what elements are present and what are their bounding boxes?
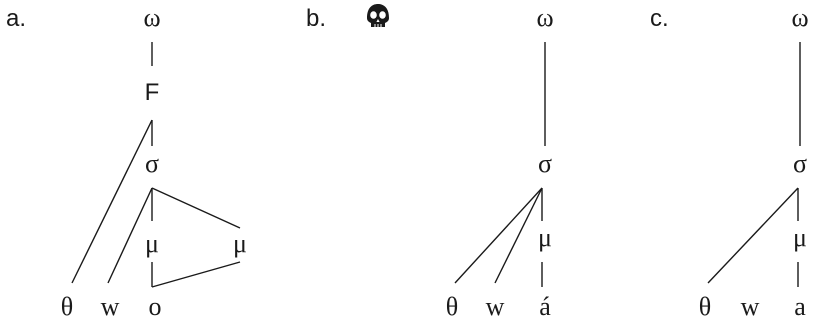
- panel-a-edge-syllable-w: [107, 187, 153, 284]
- panel-b-edge-syllable-w: [494, 187, 543, 284]
- panel-b-vowel-segment: á: [539, 292, 551, 321]
- panel-b-edge-syllable-theta: [454, 187, 543, 284]
- panel-b: b. ω σ μ θ w á: [306, 3, 554, 321]
- panel-a-mora1-node: μ: [145, 229, 159, 258]
- panel-a-foot-node: F: [145, 79, 160, 106]
- panel-b-syllable-node: σ: [538, 149, 552, 178]
- panel-a-theta-segment: θ: [61, 292, 73, 321]
- panel-a-label: a.: [6, 5, 26, 32]
- panel-c-theta-segment: θ: [699, 292, 711, 321]
- panel-c-w-segment: w: [741, 292, 760, 321]
- panel-b-w-segment: w: [486, 292, 505, 321]
- panel-b-theta-segment: θ: [446, 292, 458, 321]
- panel-c: c. ω σ μ θ w a: [650, 3, 809, 321]
- skull-icon: [367, 4, 389, 27]
- panel-c-syllable-node: σ: [793, 149, 807, 178]
- panel-a: a. ω F σ μ μ θ w o: [6, 3, 247, 321]
- panel-a-word-node: ω: [143, 3, 160, 32]
- panel-c-label: c.: [650, 5, 669, 32]
- panel-a-vowel-segment: o: [149, 292, 162, 321]
- panel-a-edge-syllable-mora2: [151, 187, 241, 229]
- panel-b-label: b.: [306, 5, 326, 32]
- panel-a-edge-foot-theta: [71, 119, 153, 284]
- panel-c-vowel-segment: a: [794, 292, 806, 321]
- panel-b-mora-node: μ: [538, 223, 552, 252]
- panel-a-w-segment: w: [101, 292, 120, 321]
- panel-c-mora-node: μ: [793, 223, 807, 252]
- panel-a-mora2-node: μ: [233, 229, 247, 258]
- panel-c-edge-syllable-theta: [707, 187, 799, 284]
- panel-a-edge-mora2-vowel: [151, 261, 241, 288]
- panel-a-syllable-node: σ: [145, 149, 159, 178]
- panel-b-word-node: ω: [536, 3, 553, 32]
- panel-c-word-node: ω: [791, 3, 808, 32]
